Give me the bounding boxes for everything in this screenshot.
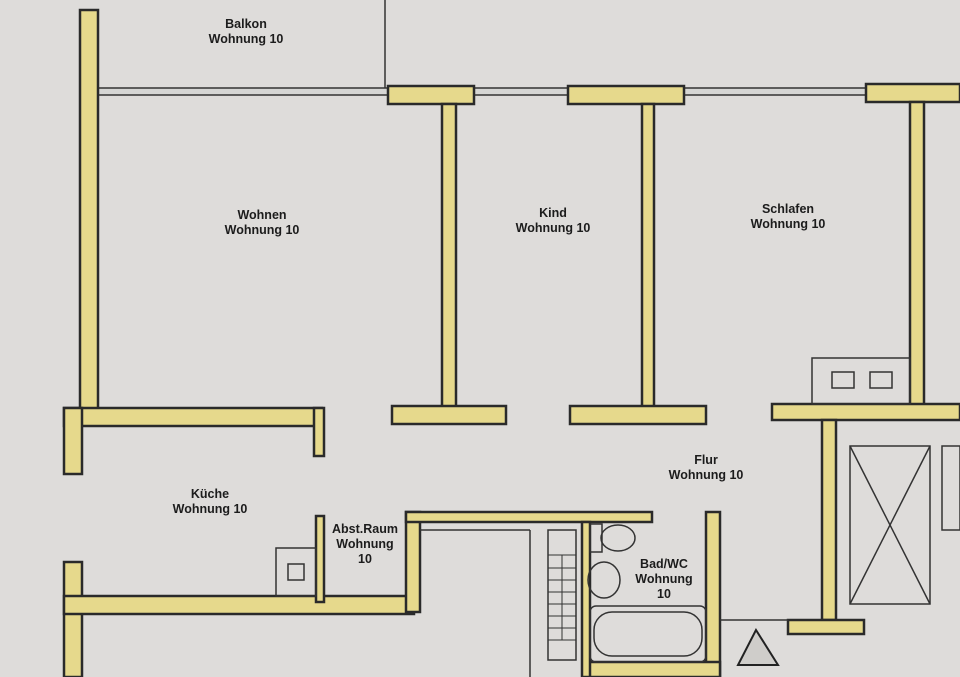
kuche-flue-inner	[287, 563, 305, 581]
kuche-flue	[275, 547, 317, 597]
window-wohnen	[97, 87, 389, 96]
wall-abst-left	[314, 514, 326, 604]
toilet-tank	[589, 523, 603, 553]
room-label-schlafen: Schlafen Wohnung 10	[751, 202, 826, 232]
wall-kuche-stub	[312, 406, 326, 458]
room-unit: Wohnung 10	[224, 223, 300, 237]
wall-wohnen-kind	[440, 102, 458, 410]
wall-left-outer	[78, 8, 100, 422]
wall-left-kuche-lower	[62, 560, 84, 677]
room-unit: Wohnung 10	[515, 221, 591, 235]
shelf-lines	[548, 554, 576, 641]
room-unit: Wohnung 10	[172, 502, 248, 516]
wall-abst-right	[404, 510, 422, 614]
triangle-marker-icon	[736, 627, 780, 666]
chimney-flue	[869, 371, 893, 389]
bathtub-basin	[593, 611, 703, 657]
wall-top-pier-3	[864, 82, 960, 104]
wall-bad-top	[404, 510, 654, 524]
room-unit-number: 10	[657, 587, 671, 601]
wall-wohnen-bottom	[62, 406, 324, 428]
room-name: Schlafen	[761, 202, 815, 216]
room-name: Abst.Raum	[332, 522, 398, 536]
room-unit-number: 10	[358, 552, 372, 566]
wall-kind-bottom	[390, 404, 508, 426]
room-label-bad: Bad/WC Wohnung 10	[635, 557, 692, 602]
wall-flur-right	[820, 418, 838, 622]
sink-icon	[587, 561, 621, 599]
room-unit: Wohnung 10	[668, 468, 744, 482]
room-label-abstellraum: Abst.Raum Wohnung 10	[332, 522, 398, 567]
elevator-shaft	[849, 445, 931, 605]
wall-kuche-bottom	[62, 594, 416, 616]
wall-bad-left	[580, 520, 592, 677]
room-unit: Wohnung 10	[750, 217, 826, 231]
window-schlafen	[683, 87, 867, 96]
room-label-balkon: Balkon Wohnung 10	[209, 17, 284, 47]
wall-top-pier-2	[566, 84, 686, 106]
toilet-icon	[600, 524, 636, 552]
stair-edge	[941, 445, 960, 531]
chimney	[811, 357, 911, 405]
room-name: Wohnen	[237, 208, 287, 222]
room-name: Kind	[539, 206, 567, 220]
wall-bad-right	[704, 510, 722, 677]
room-label-flur: Flur Wohnung 10	[669, 453, 744, 483]
wall-schlafen-bottom-left	[568, 404, 708, 426]
room-unit: Wohnung	[336, 537, 394, 551]
room-unit: Wohnung	[635, 572, 693, 586]
wall-kind-schlafen	[640, 102, 656, 410]
chimney-flue	[831, 371, 855, 389]
room-name: Balkon	[225, 17, 267, 31]
wall-left-kuche	[62, 406, 84, 476]
wall-schlafen-bottom-right	[770, 402, 960, 422]
wall-bad-bottom	[583, 660, 722, 677]
bathtub-icon	[589, 605, 707, 663]
wall-top-pier-1	[386, 84, 476, 106]
room-name: Küche	[190, 487, 230, 501]
room-name: Flur	[694, 453, 718, 467]
window-kind	[473, 87, 569, 96]
room-label-kind: Kind Wohnung 10	[516, 206, 591, 236]
room-name: Bad/WC	[640, 557, 688, 571]
wall-flur-right-foot	[786, 618, 866, 636]
room-label-wohnen: Wohnen Wohnung 10	[225, 208, 300, 238]
shelf-unit	[547, 529, 577, 661]
wall-schlafen-right	[908, 100, 926, 408]
room-unit: Wohnung 10	[208, 32, 284, 46]
room-label-kuche: Küche Wohnung 10	[173, 487, 248, 517]
